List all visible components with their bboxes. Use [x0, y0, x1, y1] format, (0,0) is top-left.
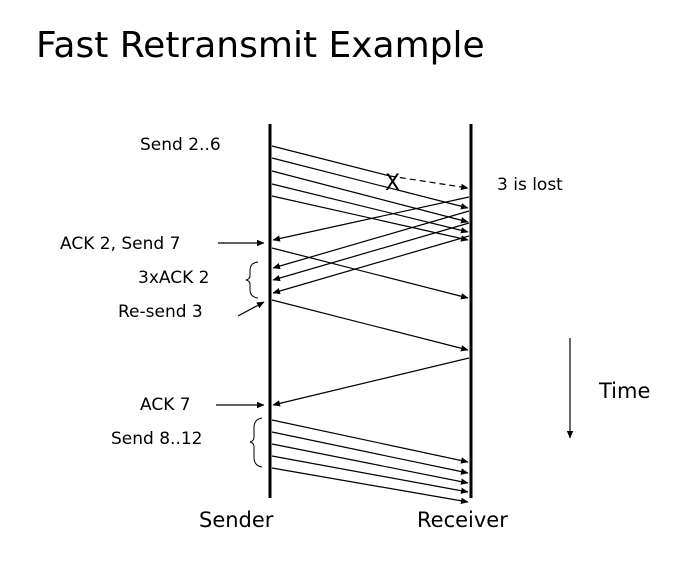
label-resend: Re-send 3: [118, 302, 203, 322]
send7-arrow: [271, 247, 469, 300]
brace-triple-ack: [245, 261, 259, 299]
label-ack7: ACK 7: [140, 395, 191, 415]
loss-marker: X: [385, 171, 400, 196]
label-send-batch: Send 8..12: [111, 429, 202, 449]
resend3-arrow: [271, 299, 469, 352]
page-title: Fast Retransmit Example: [36, 25, 485, 66]
ack-arrow: [272, 210, 470, 270]
lost-segment-arrow: [271, 145, 391, 177]
send-segment-arrow: [271, 455, 469, 494]
batch-send-arrows: [271, 419, 469, 504]
send-segment-arrow: [271, 443, 469, 485]
label-sender: Sender: [199, 508, 274, 532]
label-receiver: Receiver: [417, 508, 508, 532]
ack-arrow: [272, 235, 470, 295]
label-send-initial: Send 2..6: [140, 135, 221, 155]
send-segment-arrow: [271, 419, 469, 464]
lost-segment-dashed: [389, 175, 469, 191]
send-segment-arrow: [271, 467, 469, 504]
send-segment-arrow: [271, 170, 469, 224]
ack7-arrow: [272, 357, 470, 407]
label-lost: 3 is lost: [497, 175, 563, 195]
pointer-resend: [237, 301, 265, 317]
send-segment-arrow: [271, 431, 469, 475]
send-segment-arrow: [271, 183, 469, 234]
ack-arrow: [272, 222, 470, 282]
send-segment-arrow: [271, 157, 469, 210]
label-time: Time: [598, 379, 650, 403]
brace-send-batch: [249, 417, 263, 468]
ack-arrow: [272, 196, 470, 242]
lost-segment: X: [271, 145, 469, 196]
label-ack2-send7: ACK 2, Send 7: [60, 234, 180, 254]
label-triple-ack: 3xACK 2: [138, 268, 209, 288]
ack-arrows: [272, 196, 470, 295]
